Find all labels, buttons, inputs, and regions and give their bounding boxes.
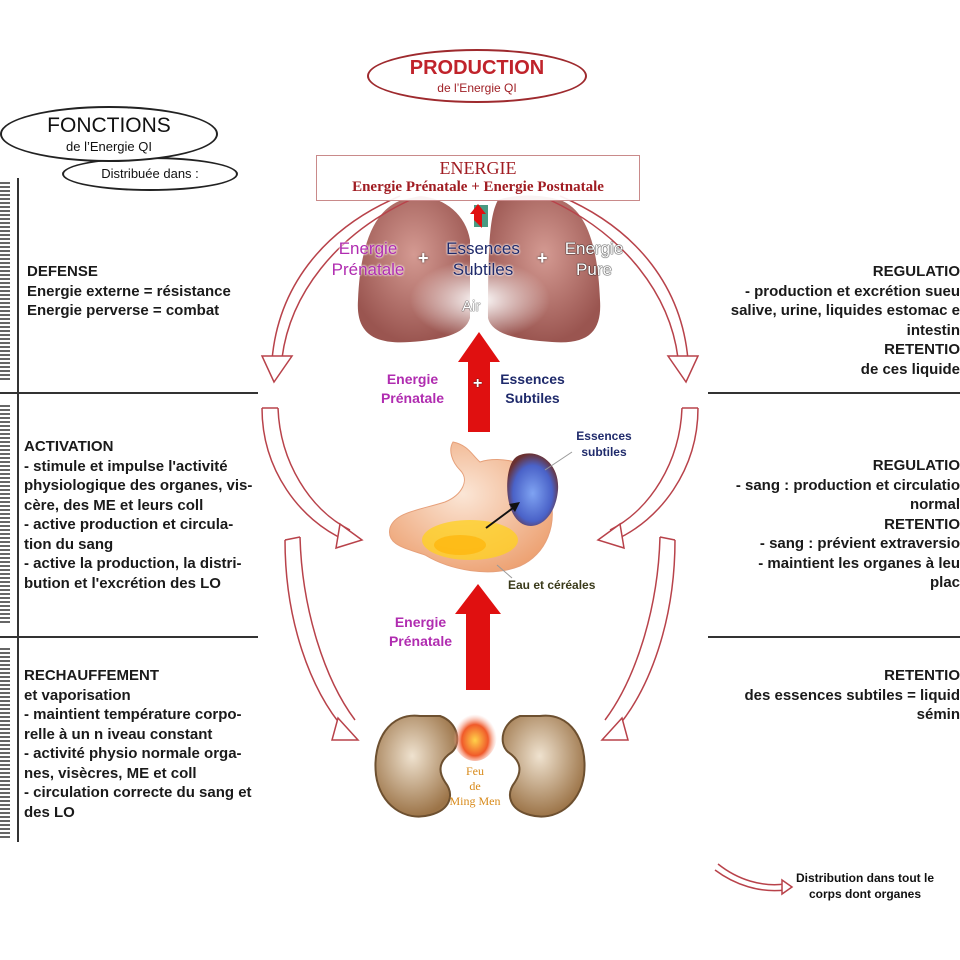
spleen: [507, 453, 559, 526]
side-label-upper-burner: [0, 182, 10, 382]
left-curved-arrows: [260, 195, 411, 741]
lungs-pure-label: Energie Pure: [564, 239, 624, 279]
right-kidney: [501, 714, 586, 818]
retention-title: RETENTIO: [884, 341, 960, 358]
right-lower-line: sémin: [916, 706, 960, 723]
activation-line: bution et l'excrétion des LO: [24, 574, 221, 592]
lungs-air-label: Air: [462, 298, 481, 315]
stomach-essences-label: Essences subtiles: [576, 429, 632, 459]
small-up-arrow: [470, 204, 486, 228]
right-middle-line: plac: [929, 574, 960, 591]
lungs-plus-1: +: [418, 248, 429, 268]
activation-line: physiologique des organes, vis-: [24, 477, 253, 494]
activation-line: - active la production, la distri-: [24, 555, 242, 572]
rechauffement-title: RECHAUFFEMENT: [24, 667, 159, 684]
right-middle-line: - sang : prévient extraversio: [759, 535, 960, 552]
lungs-prenatale-label: Energie Prénatale: [331, 239, 405, 279]
right-middle-line: - sang : production et circulatio: [735, 476, 960, 494]
middle-essences-label: Essences Subtiles: [500, 371, 565, 406]
ming-men-fire: [453, 709, 497, 761]
eau-cereales-label: Eau et céréales: [508, 578, 596, 592]
energie-title: ENERGIE: [439, 158, 517, 178]
right-middle-line: normal: [909, 496, 960, 513]
rechauffement-line: - maintient température corpo-: [24, 706, 242, 723]
right-upper-line: de ces liquide: [860, 360, 960, 378]
right-middle-block: REGULATIO - sang : production et circula…: [736, 456, 960, 593]
right-upper-block: REGULATIO - production et excrétion sueu…: [731, 262, 960, 379]
lower-red-arrow: [455, 584, 501, 690]
fonctions-subtitle: de l’Energie QI: [66, 139, 152, 154]
stomach-illustration: [389, 441, 573, 579]
production-subtitle: de l’Energie QI: [437, 81, 517, 95]
right-upper-line: salive, urine, liquides estomac e: [730, 302, 960, 319]
right-middle-line: - maintient les organes à leu: [758, 554, 960, 572]
fonctions-ellipse: FONCTIONS de l’Energie QI: [0, 106, 218, 162]
energie-box: ENERGIE Energie Prénatale + Energie Post…: [316, 155, 640, 201]
lungs-plus-2: +: [537, 248, 548, 268]
middle-prenatale-label: Energie Prénatale: [380, 371, 445, 406]
activation-block: ACTIVATION - stimule et impulse l'activi…: [24, 437, 252, 593]
right-lower-line: des essences subtiles = liquid: [744, 686, 960, 704]
right-upper-line: - production et excrétion sueu: [744, 282, 960, 300]
rechauffement-line: - activité physio normale orga-: [24, 745, 242, 762]
right-lower-block: RETENTIO des essences subtiles = liquid …: [744, 666, 960, 725]
upper-red-arrow: [458, 332, 500, 432]
retention-title: RETENTIO: [884, 515, 960, 533]
fonctions-title: FONCTIONS: [47, 114, 171, 137]
rechauffement-line: des LO: [24, 803, 75, 821]
rechauffement-block: RECHAUFFEMENT et vaporisation - maintien…: [24, 666, 252, 822]
activation-line: cère, des ME et leurs coll: [24, 496, 204, 514]
retention-title: RETENTIO: [884, 667, 960, 684]
right-curved-arrows: [549, 195, 700, 741]
lungs-essences-label: Essences Subtiles: [446, 239, 520, 279]
lungs-illustration: [357, 195, 601, 343]
activation-line: tion du sang: [24, 535, 114, 553]
activation-title: ACTIVATION: [24, 438, 114, 455]
distrib-label: Distribuée dans :: [101, 166, 199, 181]
defense-line: Energie perverse = combat: [27, 302, 220, 319]
defense-title: DEFENSE: [27, 263, 98, 280]
defense-block: DEFENSE Energie externe = résistance Ene…: [27, 262, 231, 321]
regulation-title: REGULATIO: [872, 263, 960, 280]
rechauffement-line: nes, visècres, ME et coll: [24, 764, 197, 782]
side-label-lower-burner: [0, 648, 10, 838]
regulation-title: REGULATIO: [872, 457, 960, 474]
rechauffement-line: et vaporisation: [24, 686, 131, 704]
side-label-middle-burner: [0, 405, 10, 625]
legend-arrow-icon: [714, 863, 794, 896]
rechauffement-line: relle à un n iveau constant: [24, 725, 213, 743]
kidneys-illustration: [374, 709, 586, 818]
activation-line: - active production et circula-: [24, 516, 234, 533]
legend-text: Distribution dans tout le corps dont org…: [796, 871, 934, 901]
lower-prenatale-label: Energie Prénatale: [388, 614, 453, 649]
energie-subtitle: Energie Prénatale + Energie Postnatale: [352, 179, 604, 195]
feu-ming-men-label: Feu de Ming Men: [449, 764, 501, 808]
right-upper-line: intestin: [906, 321, 960, 339]
production-title: PRODUCTION: [409, 57, 545, 79]
production-ellipse: PRODUCTION de l’Energie QI: [367, 49, 587, 103]
activation-line: - stimule et impulse l'activité: [24, 457, 228, 475]
rechauffement-line: - circulation correcte du sang et: [24, 784, 252, 801]
left-kidney: [374, 714, 459, 818]
defense-line: Energie externe = résistance: [27, 282, 231, 300]
section-dividers: [0, 178, 960, 842]
distrib-ellipse: Distribuée dans :: [62, 157, 238, 191]
middle-plus: +: [473, 375, 483, 392]
essence-pointer-arrow: [485, 504, 518, 529]
